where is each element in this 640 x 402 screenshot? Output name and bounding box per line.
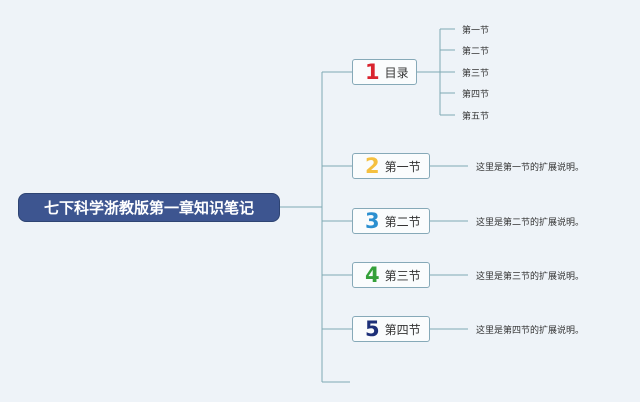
branch-number-5: 5 [365, 317, 380, 341]
branch-number-3: 3 [365, 209, 380, 233]
branch-node-5[interactable]: 5 第四节 [352, 316, 430, 342]
branch-label-1: 目录 [384, 65, 409, 80]
sub-topic-4[interactable]: 第四节 [462, 90, 490, 100]
branch-label-4: 第三节 [384, 268, 421, 283]
branch-label-3: 第二节 [384, 214, 421, 229]
branch-node-2[interactable]: 2 第一节 [352, 153, 430, 179]
sub-topic-3[interactable]: 第三节 [462, 69, 490, 79]
branch-node-3[interactable]: 3 第二节 [352, 208, 430, 234]
branch-note-2[interactable]: 这里是第一节的扩展说明。 [476, 163, 585, 173]
sub-topic-2[interactable]: 第二节 [462, 47, 490, 57]
branch-label-5: 第四节 [384, 322, 421, 337]
branch-label-2: 第一节 [384, 159, 421, 174]
branch-number-4: 4 [365, 263, 380, 287]
branch-note-3[interactable]: 这里是第二节的扩展说明。 [476, 218, 585, 228]
branch-number-2: 2 [365, 154, 380, 178]
branch-node-1[interactable]: 1 目录 [352, 59, 417, 85]
sub-topic-1[interactable]: 第一节 [462, 26, 490, 36]
branch-node-4[interactable]: 4 第三节 [352, 262, 430, 288]
branch-number-1: 1 [365, 60, 380, 84]
central-topic[interactable]: 七下科学浙教版第一章知识笔记 [18, 193, 280, 222]
sub-topic-5[interactable]: 第五节 [462, 112, 490, 122]
branch-note-4[interactable]: 这里是第三节的扩展说明。 [476, 272, 585, 282]
branch-note-5[interactable]: 这里是第四节的扩展说明。 [476, 326, 585, 336]
